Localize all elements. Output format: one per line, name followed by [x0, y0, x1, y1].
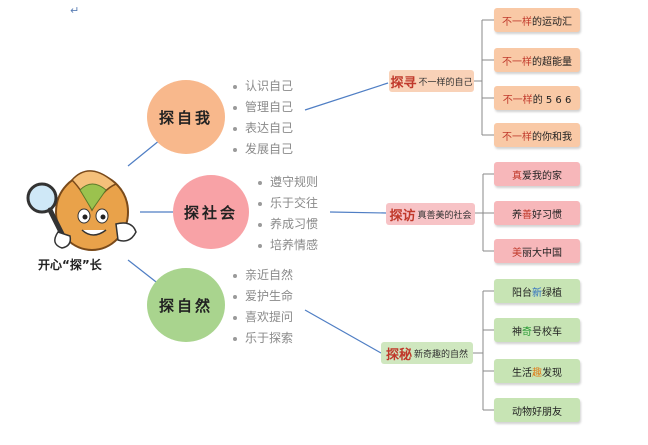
- paragraph-mark: ↵: [70, 4, 80, 17]
- bullet-dot-icon: [258, 222, 262, 227]
- bullet-dot-icon: [258, 201, 262, 206]
- bullet-dot-icon: [233, 336, 237, 341]
- list-item: 管理自己: [233, 97, 293, 118]
- bullets-nature: 亲近自然 爱护生命 喜欢提问 乐于探索: [233, 265, 293, 349]
- leaf-self-2: 不一样的超能量: [494, 48, 580, 72]
- list-item: 表达自己: [233, 118, 293, 139]
- list-item: 认识自己: [233, 76, 293, 97]
- mid-node-nature: 探秘新奇趣的自然: [381, 342, 473, 364]
- circle-explore-self: 探自我: [147, 80, 225, 154]
- leaf-society-3: 美丽大中国: [494, 239, 580, 263]
- bullet-dot-icon: [258, 180, 262, 185]
- list-item: 培养情感: [258, 235, 318, 256]
- leaf-nature-2: 神奇号校车: [494, 318, 580, 342]
- circle-explore-society: 探社会: [173, 175, 249, 249]
- circle-explore-nature: 探自然: [147, 268, 225, 342]
- bullet-dot-icon: [233, 294, 237, 299]
- list-item: 乐于探索: [233, 328, 293, 349]
- mid-node-society: 探访真善美的社会: [386, 203, 475, 225]
- list-item: 发展自己: [233, 139, 293, 160]
- bullet-dot-icon: [233, 273, 237, 278]
- mid-node-self: 探寻不一样的自己: [389, 70, 474, 92]
- bullet-dot-icon: [233, 147, 237, 152]
- leaf-self-3: 不一样的 5 6 6: [494, 86, 580, 110]
- list-item: 亲近自然: [233, 265, 293, 286]
- bullets-self: 认识自己 管理自己 表达自己 发展自己: [233, 76, 293, 160]
- bullets-society: 遵守规则 乐于交往 养成习惯 培养情感: [258, 172, 318, 256]
- pistachio-mascot-icon: [26, 170, 137, 251]
- list-item: 遵守规则: [258, 172, 318, 193]
- bullet-dot-icon: [258, 243, 262, 248]
- leaf-nature-1: 阳台新绿植: [494, 279, 580, 303]
- bullet-dot-icon: [233, 126, 237, 131]
- bullet-dot-icon: [233, 105, 237, 110]
- list-item: 乐于交往: [258, 193, 318, 214]
- leaf-self-4: 不一样的你和我: [494, 123, 580, 147]
- root-label: 开心“探”长: [38, 258, 102, 272]
- list-item: 养成习惯: [258, 214, 318, 235]
- leaf-society-1: 真爱我的家: [494, 162, 580, 186]
- leaf-society-2: 养善好习惯: [494, 201, 580, 225]
- leaf-self-1: 不一样的运动汇: [494, 8, 580, 32]
- list-item: 喜欢提问: [233, 307, 293, 328]
- leaf-nature-3: 生活趣发现: [494, 359, 580, 383]
- list-item: 爱护生命: [233, 286, 293, 307]
- bullet-dot-icon: [233, 84, 237, 89]
- leaf-nature-4: 动物好朋友: [494, 398, 580, 422]
- bullet-dot-icon: [233, 315, 237, 320]
